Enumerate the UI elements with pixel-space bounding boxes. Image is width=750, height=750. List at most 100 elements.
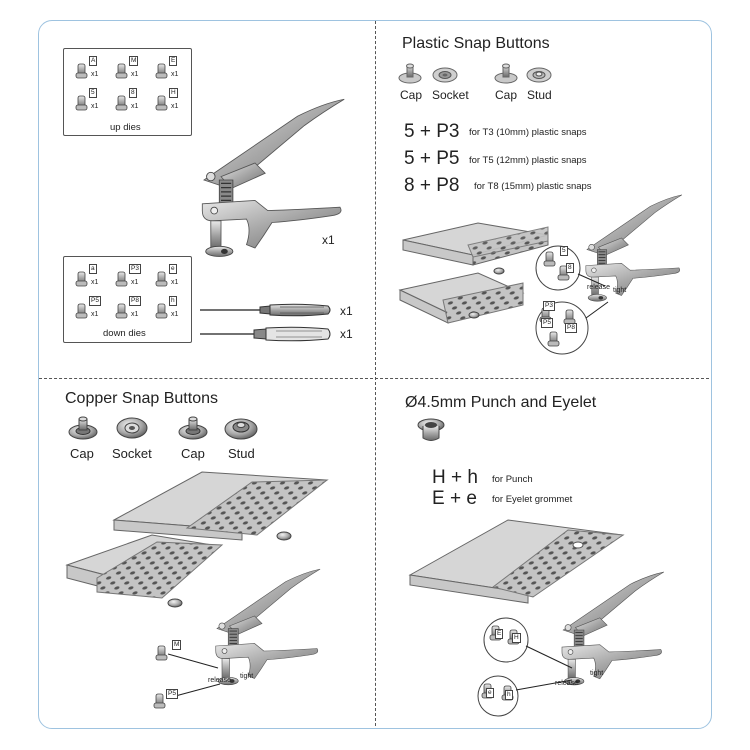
plastic-snap-title: Plastic Snap Buttons: [402, 35, 550, 52]
plastic-tag-p5: P5: [541, 318, 553, 328]
copper-part-label-socket: Socket: [112, 446, 152, 461]
up-die-tag: E: [169, 56, 178, 66]
copper-part-label-stud: Stud: [228, 446, 255, 461]
down-die-tag: P5: [89, 296, 101, 306]
punch-die-callouts: [477, 617, 573, 717]
plastic-tag-p3: P3: [543, 301, 555, 311]
down-die-tag: P3: [129, 264, 141, 274]
eyelet-icon: [417, 418, 445, 441]
copper-tag-m: M: [172, 640, 182, 650]
up-die-qty: x1: [131, 71, 139, 78]
plastic-combo-desc-1: for T3 (10mm) plastic snaps: [469, 127, 587, 138]
punch-tag-e-upper: E: [495, 629, 504, 639]
down-die-qty: x1: [131, 311, 139, 318]
copper-part-label-cap: Cap: [70, 446, 94, 461]
die-icon: [75, 63, 88, 79]
down-die-tag: P8: [129, 296, 141, 306]
down-dies-caption: down dies: [103, 328, 146, 339]
down-die-tag: e: [169, 264, 177, 274]
copper-release-label: release: [208, 677, 231, 684]
plastic-tag-5: 5: [560, 246, 568, 256]
copper-socket-icon: [116, 417, 148, 439]
screwdriver-large-icon: [200, 326, 331, 342]
up-die-qty: x1: [91, 71, 99, 78]
die-icon: [75, 95, 88, 111]
die-icon: [115, 271, 128, 287]
plastic-part-label-stud: Stud: [527, 88, 552, 102]
up-die-qty: x1: [171, 103, 179, 110]
punch-release-label: release: [555, 680, 578, 687]
die-icon: [155, 271, 168, 287]
down-die-4: P5 x1: [75, 296, 109, 326]
up-die-qty: x1: [91, 103, 99, 110]
plastic-cap2-icon: [494, 63, 518, 84]
up-die-tag: A: [89, 56, 98, 66]
plastic-combo-code-2: 5 + P5: [404, 148, 460, 169]
punch-fabric-illustration: [408, 519, 625, 604]
plastic-combo-desc-2: for T5 (12mm) plastic snaps: [469, 155, 587, 166]
punch-combo-desc-2: for Eyelet grommet: [492, 494, 573, 505]
copper-tight-label: tight: [240, 673, 254, 680]
plastic-release-label: release: [587, 284, 610, 291]
plastic-part-label-cap: Cap: [400, 88, 423, 102]
up-die-tag: H: [169, 88, 178, 98]
die-icon: [115, 95, 128, 111]
plastic-fabric-illustration: [398, 222, 549, 324]
copper-tag-p5: P5: [166, 689, 178, 699]
down-die-qty: x1: [171, 279, 179, 286]
plastic-part-label-cap2: Cap: [495, 88, 518, 102]
plastic-stud-icon: [526, 67, 552, 83]
plastic-part-label-socket: Socket: [432, 88, 469, 102]
down-die-5: P8 x1: [115, 296, 149, 326]
plastic-tight-label: tight: [613, 287, 627, 294]
plastic-socket-icon: [432, 67, 458, 83]
die-icon: [155, 95, 168, 111]
punch-eyelet-title: Ø4.5mm Punch and Eyelet: [405, 394, 597, 411]
down-die-qty: x1: [91, 279, 99, 286]
plastic-combo-desc-3: for T8 (15mm) plastic snaps: [474, 181, 592, 192]
down-die-qty: x1: [171, 311, 179, 318]
crimping-plier-illustration-main: [201, 98, 345, 258]
plastic-tag-8: 8: [566, 263, 574, 273]
plier-quantity: x1: [322, 233, 335, 247]
punch-tag-h-lower: h: [505, 690, 513, 700]
copper-cap2-icon: [178, 416, 208, 440]
up-die-tag: 5: [89, 88, 97, 98]
punch-tight-label: tight: [590, 670, 604, 677]
die-icon: [115, 303, 128, 319]
screwdriver-large-quantity: x1: [340, 327, 353, 341]
plastic-combo-code-3: 8 + P8: [404, 175, 460, 196]
down-die-3: e x1: [155, 264, 189, 294]
punch-tag-h-upper: H: [512, 633, 521, 643]
die-icon: [115, 63, 128, 79]
up-die-4: 5 x1: [75, 88, 109, 118]
screwdriver-small-icon: [200, 303, 331, 317]
plastic-tag-p8: P8: [565, 323, 577, 333]
down-die-qty: x1: [91, 311, 99, 318]
up-die-qty: x1: [171, 71, 179, 78]
up-dies-caption: up dies: [110, 122, 141, 133]
copper-stud-icon: [224, 418, 258, 440]
quadrant-divider-horizontal: [39, 378, 709, 379]
plastic-cap-icon: [398, 63, 422, 84]
down-die-tag: h: [169, 296, 177, 306]
die-icon: [75, 303, 88, 319]
die-icon: [155, 303, 168, 319]
plastic-die-callouts: [535, 245, 609, 355]
die-icon: [155, 63, 168, 79]
punch-tag-e-lower: e: [486, 688, 494, 698]
punch-combo-code-1: H + h: [432, 467, 478, 488]
up-die-tag: 8: [129, 88, 137, 98]
down-die-qty: x1: [131, 279, 139, 286]
screwdriver-small-quantity: x1: [340, 304, 353, 318]
punch-combo-code-2: E + e: [432, 488, 477, 509]
punch-combo-desc-1: for Punch: [492, 474, 533, 485]
